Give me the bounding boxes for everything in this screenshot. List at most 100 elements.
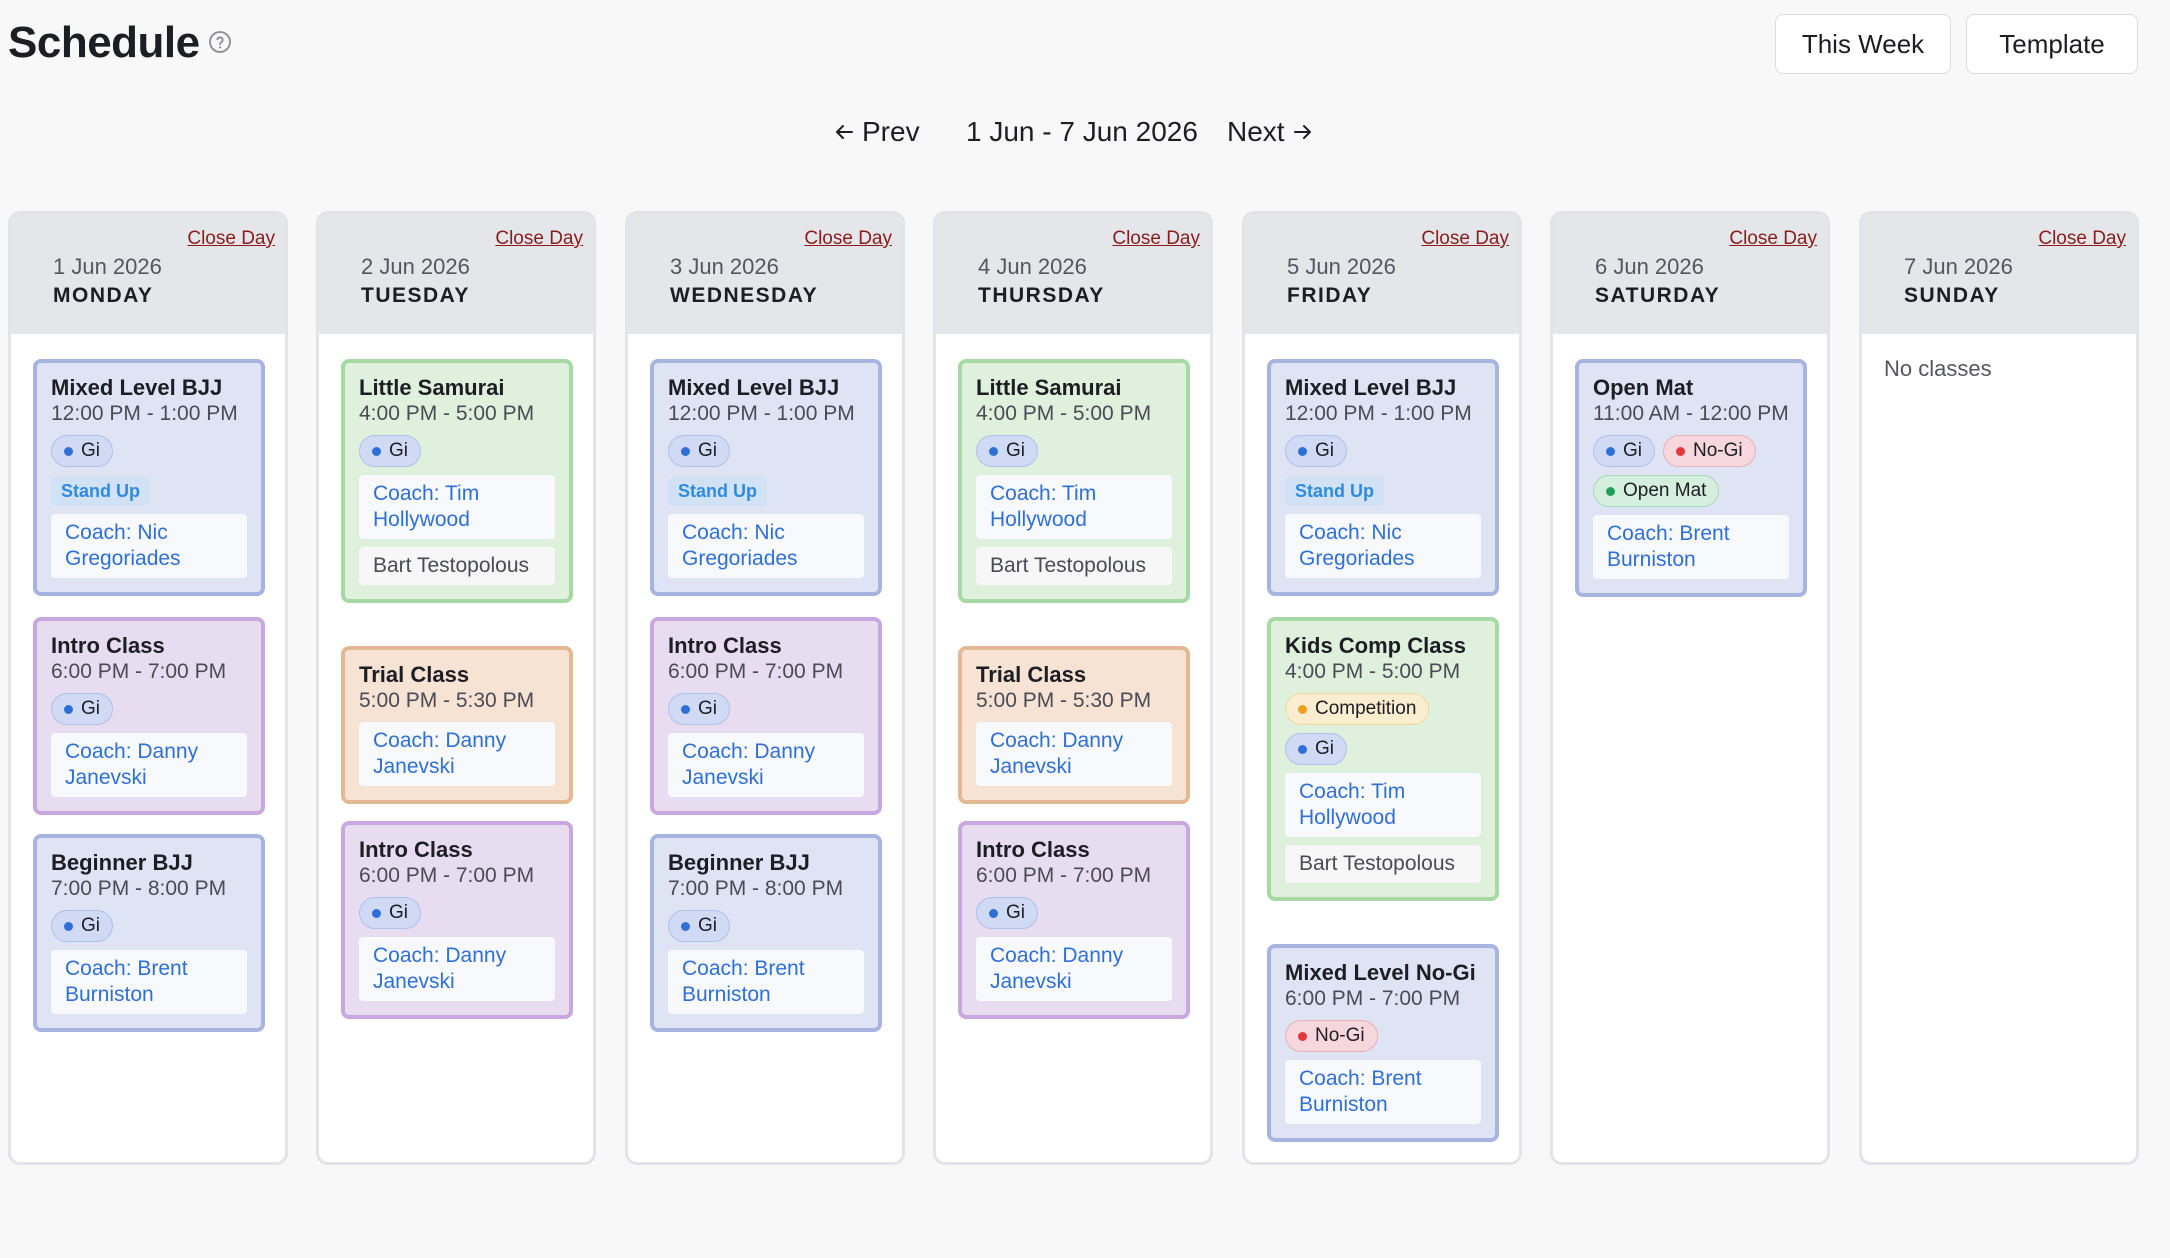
class-time: 12:00 PM - 1:00 PM bbox=[51, 402, 238, 425]
day-date: 2 Jun 2026 bbox=[361, 254, 470, 279]
gi-tag: Gi bbox=[359, 435, 421, 467]
tag-label: Gi bbox=[698, 698, 717, 719]
class-card[interactable]: Intro Class 6:00 PM - 7:00 PM Gi Coach: … bbox=[33, 617, 265, 815]
tag-label: Gi bbox=[81, 915, 100, 936]
next-week-label: Next bbox=[1227, 116, 1285, 147]
coach-chip: Coach: Danny Janevski bbox=[359, 722, 555, 786]
close-day-link[interactable]: Close Day bbox=[187, 228, 275, 249]
dot-icon bbox=[989, 446, 998, 456]
this-week-button[interactable]: This Week bbox=[1775, 14, 1951, 74]
tag-label: Gi bbox=[1315, 738, 1334, 759]
class-card[interactable]: Kids Comp Class 4:00 PM - 5:00 PM Compet… bbox=[1267, 617, 1499, 901]
class-card[interactable]: Intro Class 6:00 PM - 7:00 PM Gi Coach: … bbox=[958, 821, 1190, 1019]
dot-icon bbox=[989, 908, 998, 918]
class-card[interactable]: Mixed Level No-Gi 6:00 PM - 7:00 PM No-G… bbox=[1267, 944, 1499, 1142]
tag-label: Open Mat bbox=[1623, 480, 1707, 501]
day-header: Close Day 1 Jun 2026 MONDAY bbox=[11, 214, 285, 334]
class-title: Open Mat bbox=[1593, 375, 1694, 400]
stand-up-badge: Stand Up bbox=[1285, 477, 1384, 506]
class-title: Mixed Level BJJ bbox=[1285, 375, 1457, 400]
class-title: Beginner BJJ bbox=[51, 850, 193, 875]
gi-tag: Gi bbox=[1593, 435, 1655, 467]
day-name: SUNDAY bbox=[1904, 284, 2000, 307]
stand-up-badge: Stand Up bbox=[668, 477, 767, 506]
coach-chip: Coach: Tim Hollywood bbox=[976, 475, 1172, 539]
day-name: SATURDAY bbox=[1595, 284, 1721, 307]
class-card[interactable]: Trial Class 5:00 PM - 5:30 PM Coach: Dan… bbox=[341, 646, 573, 804]
class-title: Intro Class bbox=[976, 837, 1090, 862]
class-title: Kids Comp Class bbox=[1285, 633, 1466, 658]
class-card[interactable]: Mixed Level BJJ 12:00 PM - 1:00 PM Gi St… bbox=[650, 359, 882, 596]
day-header: Close Day 3 Jun 2026 WEDNESDAY bbox=[628, 214, 902, 334]
class-time: 6:00 PM - 7:00 PM bbox=[668, 660, 844, 683]
close-day-link[interactable]: Close Day bbox=[1112, 228, 1200, 249]
class-title: Mixed Level BJJ bbox=[51, 375, 223, 400]
class-card[interactable]: Intro Class 6:00 PM - 7:00 PM Gi Coach: … bbox=[341, 821, 573, 1019]
coach-chip: Coach: Danny Janevski bbox=[359, 937, 555, 1001]
open-mat-tag: Open Mat bbox=[1593, 475, 1720, 507]
day-date: 5 Jun 2026 bbox=[1287, 254, 1396, 279]
class-card[interactable]: Open Mat 11:00 AM - 12:00 PM Gi No-Gi Op… bbox=[1575, 359, 1807, 597]
page-title: Schedule bbox=[8, 18, 200, 67]
dot-icon bbox=[372, 446, 381, 456]
class-time: 4:00 PM - 5:00 PM bbox=[1285, 660, 1461, 683]
close-day-link[interactable]: Close Day bbox=[495, 228, 583, 249]
class-card[interactable]: Beginner BJJ 7:00 PM - 8:00 PM Gi Coach:… bbox=[650, 834, 882, 1032]
dot-icon bbox=[64, 921, 73, 931]
arrow-right-icon bbox=[1293, 125, 1311, 139]
class-title: Trial Class bbox=[359, 662, 470, 687]
class-time: 7:00 PM - 8:00 PM bbox=[668, 877, 844, 900]
tag-label: Gi bbox=[698, 915, 717, 936]
tag-label: No-Gi bbox=[1315, 1025, 1365, 1046]
class-time: 7:00 PM - 8:00 PM bbox=[51, 877, 227, 900]
gi-tag: Gi bbox=[1285, 733, 1347, 765]
class-card[interactable]: Little Samurai 4:00 PM - 5:00 PM Gi Coac… bbox=[341, 359, 573, 603]
day-name: MONDAY bbox=[53, 284, 154, 307]
class-title: Intro Class bbox=[359, 837, 473, 862]
dot-icon bbox=[372, 908, 381, 918]
class-time: 12:00 PM - 1:00 PM bbox=[1285, 402, 1472, 425]
class-time: 6:00 PM - 7:00 PM bbox=[51, 660, 227, 683]
coach-chip: Coach: Brent Burniston bbox=[1593, 515, 1789, 579]
gi-tag: Gi bbox=[1285, 435, 1347, 467]
day-header: Close Day 2 Jun 2026 TUESDAY bbox=[319, 214, 593, 334]
dot-icon bbox=[1298, 1031, 1307, 1041]
class-card[interactable]: Intro Class 6:00 PM - 7:00 PM Gi Coach: … bbox=[650, 617, 882, 815]
day-date: 7 Jun 2026 bbox=[1904, 254, 2013, 279]
gi-tag: Gi bbox=[976, 435, 1038, 467]
class-time: 6:00 PM - 7:00 PM bbox=[976, 864, 1152, 887]
dot-icon bbox=[1606, 486, 1615, 496]
close-day-link[interactable]: Close Day bbox=[804, 228, 892, 249]
class-card[interactable]: Mixed Level BJJ 12:00 PM - 1:00 PM Gi St… bbox=[33, 359, 265, 596]
class-card[interactable]: Little Samurai 4:00 PM - 5:00 PM Gi Coac… bbox=[958, 359, 1190, 603]
week-range-label: 1 Jun - 7 Jun 2026 bbox=[966, 116, 1198, 147]
day-column-friday: Close Day 5 Jun 2026 FRIDAY Mixed Level … bbox=[1242, 211, 1522, 1165]
close-day-link[interactable]: Close Day bbox=[1729, 228, 1817, 249]
no-gi-tag: No-Gi bbox=[1285, 1020, 1378, 1052]
coach-chip: Coach: Danny Janevski bbox=[976, 722, 1172, 786]
help-circle-icon[interactable] bbox=[208, 30, 232, 54]
gi-tag: Gi bbox=[359, 897, 421, 929]
gi-tag: Gi bbox=[668, 435, 730, 467]
class-time: 5:00 PM - 5:30 PM bbox=[976, 689, 1152, 712]
class-time: 4:00 PM - 5:00 PM bbox=[359, 402, 535, 425]
class-title: Mixed Level No-Gi bbox=[1285, 960, 1476, 985]
next-week-button[interactable]: Next bbox=[1227, 116, 1321, 148]
close-day-link[interactable]: Close Day bbox=[1421, 228, 1509, 249]
coach-chip: Coach: Brent Burniston bbox=[668, 950, 864, 1014]
dot-icon bbox=[1676, 446, 1685, 456]
dot-icon bbox=[681, 446, 690, 456]
day-column-thursday: Close Day 4 Jun 2026 THURSDAY Little Sam… bbox=[933, 211, 1213, 1165]
close-day-link[interactable]: Close Day bbox=[2038, 228, 2126, 249]
class-card[interactable]: Trial Class 5:00 PM - 5:30 PM Coach: Dan… bbox=[958, 646, 1190, 804]
day-name: FRIDAY bbox=[1287, 284, 1373, 307]
day-date: 4 Jun 2026 bbox=[978, 254, 1087, 279]
class-card[interactable]: Beginner BJJ 7:00 PM - 8:00 PM Gi Coach:… bbox=[33, 834, 265, 1032]
class-card[interactable]: Mixed Level BJJ 12:00 PM - 1:00 PM Gi St… bbox=[1267, 359, 1499, 596]
prev-week-button[interactable]: Prev bbox=[826, 116, 920, 148]
assistant-chip: Bart Testopolous bbox=[1285, 845, 1481, 883]
tag-label: Gi bbox=[1315, 440, 1334, 461]
coach-chip: Coach: Brent Burniston bbox=[51, 950, 247, 1014]
template-button[interactable]: Template bbox=[1966, 14, 2138, 74]
class-time: 6:00 PM - 7:00 PM bbox=[1285, 987, 1461, 1010]
